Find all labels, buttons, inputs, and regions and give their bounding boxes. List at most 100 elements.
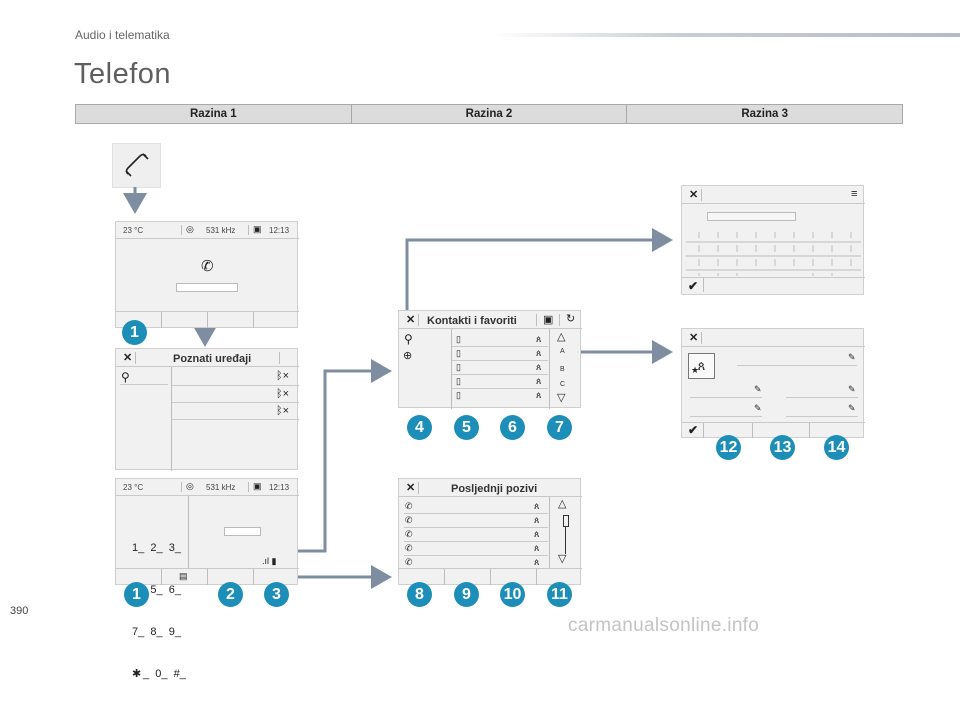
caller-icon-5: ጰ (534, 557, 540, 567)
caller-icon-3: ጰ (534, 529, 540, 539)
number-field[interactable] (224, 527, 261, 536)
badge-4: 4 (407, 415, 432, 440)
badge-6: 6 (500, 415, 525, 440)
media-icon-2: ◎ (186, 481, 194, 491)
edit-icon-4[interactable]: ✎ (754, 403, 762, 413)
scroll-thumb[interactable] (563, 515, 569, 527)
edit-icon-1[interactable]: ✎ (848, 352, 856, 362)
frequency-readout: 531 kHz (206, 226, 236, 235)
contact-photo-icon[interactable]: ጰ (688, 353, 715, 379)
close-icon[interactable]: ✕ (123, 352, 133, 364)
phone-entry-icon-5: ▯ (456, 390, 461, 400)
level-3-label: Razina 3 (741, 108, 789, 120)
display-icon: ▣ (253, 224, 262, 234)
alpha-a[interactable]: A (560, 348, 565, 355)
keyboard-grid[interactable] (682, 228, 865, 276)
scroll-track[interactable] (565, 526, 566, 554)
person-icon-2: ጰ (536, 348, 542, 358)
level-2-label: Razina 2 (352, 105, 628, 123)
badge-9: 9 (454, 582, 479, 607)
bluetooth-phone-icon: ✆ (201, 258, 214, 275)
contacts-book-icon[interactable]: ▤ (179, 571, 188, 581)
call-icon-3: ✆ (405, 529, 413, 539)
page-number: 390 (10, 605, 29, 617)
badge-7: 7 (547, 415, 572, 440)
badge-3: 3 (264, 582, 289, 607)
refresh-icon[interactable]: ↻ (566, 313, 576, 325)
alpha-c[interactable]: C (560, 381, 566, 388)
close-icon-edit[interactable]: ✕ (689, 332, 699, 344)
watermark: carmanualsonline.info (568, 615, 760, 636)
phone-icon (125, 153, 149, 177)
person-icon-3: ጰ (536, 362, 542, 372)
keypad-row-4[interactable]: ✱_ 0_ #_ (132, 667, 186, 681)
keypad-row-4-label[interactable]: _ 0_ #_ (143, 668, 186, 680)
person-icon-5: ጰ (536, 390, 542, 400)
confirm-icon-keyboard[interactable]: ✔ (688, 279, 699, 293)
caller-icon-2: ጰ (534, 515, 540, 525)
confirm-icon-edit[interactable]: ✔ (688, 423, 699, 437)
search-icon[interactable]: ⚲ (121, 370, 130, 384)
temperature-readout: 23 °C (123, 226, 144, 235)
badge-8: 8 (407, 582, 432, 607)
badge-1-bottom: 1 (124, 582, 149, 607)
badge-11: 11 (547, 582, 572, 607)
keypad[interactable]: 1_ 2_ 3_ 4_ 5_ 6_ 7_ 8_ 9_ ✱_ 0_ #_ (132, 513, 186, 709)
alpha-b[interactable]: B (560, 366, 565, 373)
phone-entry-icon-4: ▯ (456, 376, 461, 386)
keypad-row-1[interactable]: 1_ 2_ 3_ (132, 542, 181, 554)
call-icon-1: ✆ (405, 501, 413, 511)
caller-icon-4: ጰ (534, 543, 540, 553)
bluetooth-remove-icon-1[interactable]: ᛒ× (276, 370, 290, 382)
search-keyboard-screen: ✕ ≡ ✔ (681, 185, 865, 295)
keypad-screen: 23 °C ◎ 531 kHz ▣ 12:13 1_ 2_ 3_ 4_ 5_ 6… (115, 478, 299, 680)
keypad-row-3[interactable]: 7_ 8_ 9_ (132, 626, 181, 638)
bluetooth-remove-icon-3[interactable]: ᛒ× (276, 405, 290, 417)
search-icon-contacts[interactable]: ⚲ (404, 332, 413, 346)
home-screen: 23 °C ◎ 531 kHz ▣ 12:13 ✆ (115, 221, 299, 328)
star-icon[interactable]: ✱ (132, 668, 142, 680)
scroll-down-icon-recent[interactable]: ▽ (558, 553, 567, 565)
call-icon-5: ✆ (405, 557, 413, 567)
header-rule (490, 33, 960, 37)
badge-2: 2 (218, 582, 243, 607)
contact-card-icon[interactable]: ▣ (543, 314, 554, 326)
phone-entry-icon-2: ▯ (456, 348, 461, 358)
scroll-down-icon[interactable]: ▽ (557, 392, 566, 404)
contact-edit-screen: ✕ ጰ ★ ✎ ✎ ✎ ✎ ✎ ✔ (681, 328, 865, 438)
badge-12: 12 (716, 435, 741, 460)
badge-14: 14 (824, 435, 849, 460)
display-icon-2: ▣ (253, 481, 262, 491)
phone-entry-icon-1: ▯ (456, 334, 461, 344)
add-contact-icon[interactable]: ⊕ (403, 350, 413, 362)
page-title: Telefon (74, 58, 172, 90)
recent-calls-screen: ✕ Posljednji pozivi ✆ ✆ ✆ ✆ ✆ ጰ ጰ ጰ ጰ ጰ … (398, 478, 582, 585)
close-icon-keyboard[interactable]: ✕ (689, 189, 699, 201)
person-icon-1: ጰ (536, 334, 542, 344)
close-icon-contacts[interactable]: ✕ (406, 314, 416, 326)
signal-battery-icon: .ıl ▮ (262, 556, 277, 566)
scroll-up-icon-recent[interactable]: △ (558, 498, 567, 510)
close-icon-recent[interactable]: ✕ (406, 482, 416, 494)
search-field[interactable] (707, 212, 796, 221)
known-devices-title: Poznati uređaji (173, 353, 252, 365)
contacts-title: Kontakti i favoriti (427, 315, 517, 327)
level-1-label: Razina 1 (76, 105, 352, 123)
recent-calls-title: Posljednji pozivi (451, 483, 538, 495)
call-icon-4: ✆ (405, 543, 413, 553)
status-field (176, 283, 238, 292)
edit-icon-5[interactable]: ✎ (848, 403, 856, 413)
menu-icon[interactable]: ≡ (851, 188, 858, 200)
favourite-star-icon[interactable]: ★ (691, 365, 700, 375)
call-icon-2: ✆ (405, 515, 413, 525)
caller-icon-1: ጰ (534, 501, 540, 511)
badge-10: 10 (500, 582, 525, 607)
phone-entry-icon-3: ▯ (456, 362, 461, 372)
scroll-up-icon[interactable]: △ (557, 331, 566, 343)
edit-icon-2[interactable]: ✎ (754, 384, 762, 394)
known-devices-screen: ✕ Poznati uređaji ⚲ ᛒ× ᛒ× ᛒ× (115, 348, 299, 471)
edit-icon-3[interactable]: ✎ (848, 384, 856, 394)
clock-readout-2: 12:13 (269, 483, 290, 492)
badge-1-top: 1 (122, 320, 147, 345)
bluetooth-remove-icon-2[interactable]: ᛒ× (276, 388, 290, 400)
